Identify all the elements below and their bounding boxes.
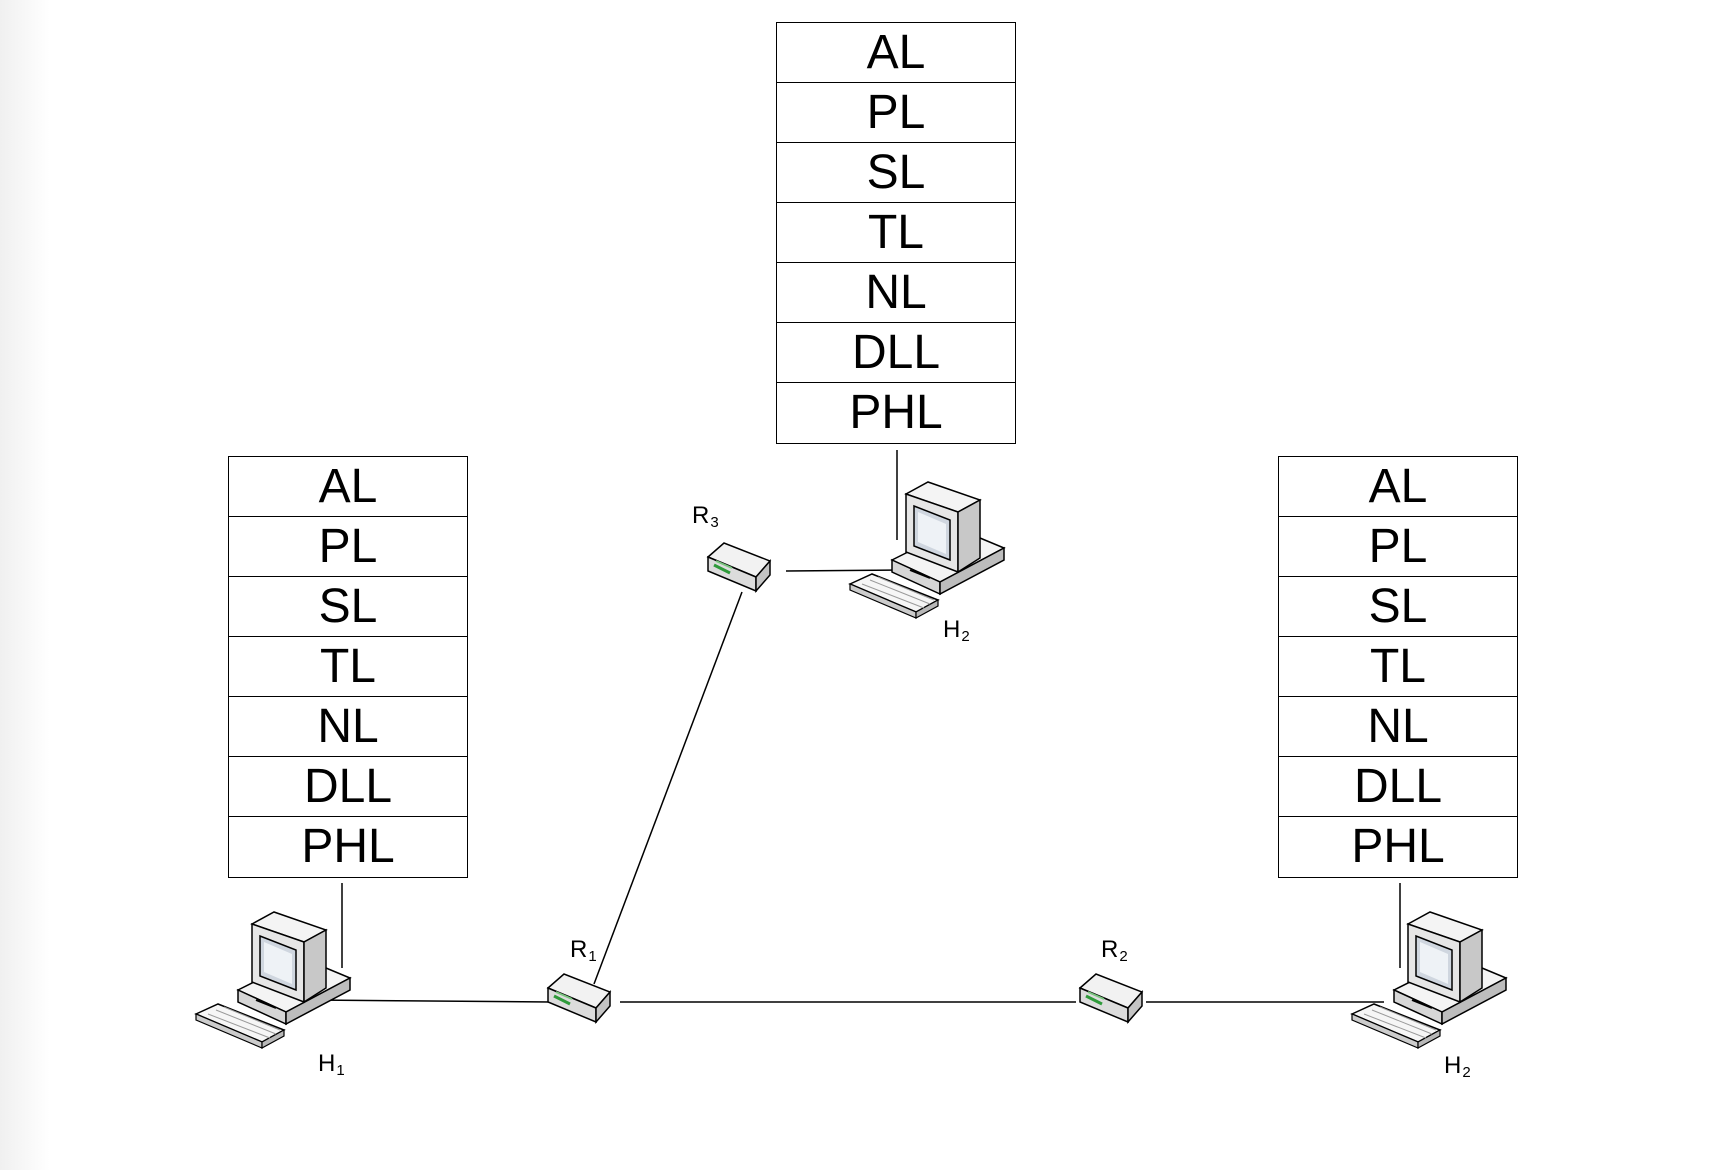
label-r3-base: R (692, 502, 710, 529)
label-r2-sub: 2 (1119, 948, 1128, 965)
layer-sl: SL (229, 577, 467, 637)
layer-sl: SL (777, 143, 1015, 203)
label-r1-base: R (570, 936, 588, 963)
layer-nl: NL (229, 697, 467, 757)
layer-dll: DLL (1279, 757, 1517, 817)
label-h2-right-sub: 2 (1462, 1064, 1471, 1081)
layer-dll: DLL (777, 323, 1015, 383)
link-r3-h2-top (785, 569, 905, 572)
label-r3-sub: 3 (710, 514, 719, 531)
router-icon (1078, 972, 1144, 1024)
layer-phl: PHL (301, 820, 395, 873)
label-h1: H1 (318, 1050, 345, 1079)
layer-tl: TL (777, 203, 1015, 263)
page-edge-shade (0, 0, 50, 1170)
label-h2-right: H2 (1444, 1052, 1471, 1081)
protocol-stack-top: AL PL SL TL NL DLL PHL (776, 22, 1016, 444)
label-h2-right-base: H (1444, 1052, 1462, 1079)
protocol-stack-right: AL PL SL TL NL DLL PHL (1278, 456, 1518, 878)
label-h2-top-sub: 2 (961, 628, 970, 645)
layer-nl: NL (1279, 697, 1517, 757)
label-r1: R1 (570, 936, 597, 965)
layer-nl: NL (777, 263, 1015, 323)
layer-pl: PL (777, 83, 1015, 143)
router-icon (546, 972, 612, 1024)
layer-pl: PL (1279, 517, 1517, 577)
computer-icon (1351, 911, 1507, 1049)
computer-icon (849, 481, 1005, 619)
protocol-stack-left: AL PL SL TL NL DLL PHL (228, 456, 468, 878)
label-r2: R2 (1101, 936, 1128, 965)
label-h2-top: H2 (943, 616, 970, 645)
label-r1-sub: 1 (588, 948, 597, 965)
label-r3: R3 (692, 502, 719, 531)
label-h1-sub: 1 (336, 1062, 345, 1079)
layer-al: AL (777, 23, 1015, 83)
router-icon (706, 541, 772, 593)
link-h1-r1 (311, 999, 551, 1003)
label-r2-base: R (1101, 936, 1119, 963)
label-h2-top-base: H (943, 616, 961, 643)
layer-tl: TL (229, 637, 467, 697)
layer-pl: PL (229, 517, 467, 577)
label-h1-base: H (318, 1050, 336, 1077)
computer-icon (195, 911, 351, 1049)
layer-phl: PHL (1351, 820, 1445, 873)
link-r1-r3 (593, 591, 743, 985)
layer-phl: PHL (849, 386, 943, 439)
layer-tl: TL (1279, 637, 1517, 697)
layer-dll: DLL (229, 757, 467, 817)
layer-al: AL (1279, 457, 1517, 517)
layer-al: AL (229, 457, 467, 517)
layer-sl: SL (1279, 577, 1517, 637)
